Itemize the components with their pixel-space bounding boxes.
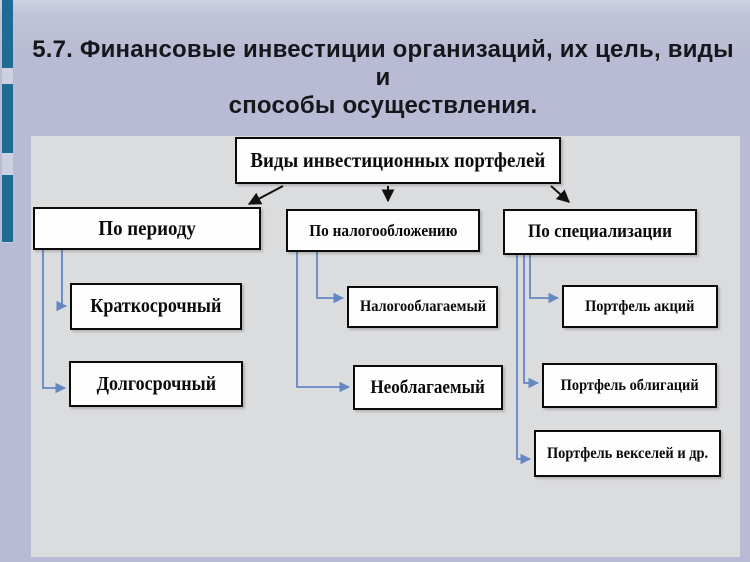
node-label: Портфель акций — [585, 297, 695, 315]
node-label: Виды инвестиционных портфелей — [250, 148, 546, 172]
leaf-node-nontaxable: Необлагаемый — [353, 365, 503, 410]
accent-bar-segment — [2, 175, 13, 242]
slide-title-line-1: 5.7. Финансовые инвестиции организаций, … — [32, 36, 734, 91]
category-node-taxation: По налогообложению — [286, 209, 480, 252]
node-label: По налогообложению — [308, 220, 458, 240]
accent-bar-segment — [2, 84, 13, 153]
node-label: Портфель облигаций — [560, 376, 699, 394]
leaf-node-taxable: Налогооблагаемый — [347, 286, 498, 328]
accent-bar-segment — [2, 0, 13, 68]
leaf-node-long-term: Долгосрочный — [69, 361, 243, 407]
node-label: Долгосрочный — [96, 372, 216, 395]
diagram-panel — [31, 136, 740, 557]
node-label: Краткосрочный — [90, 295, 222, 317]
node-label: По специализации — [528, 221, 672, 242]
leaf-node-short-term: Краткосрочный — [70, 283, 242, 330]
leaf-node-stock-portfolio: Портфель акций — [562, 285, 718, 328]
category-node-specialization: По специализации — [503, 209, 697, 255]
node-label: Портфель векселей и др. — [546, 444, 709, 462]
node-label: Налогооблагаемый — [359, 298, 486, 315]
leaf-node-bill-portfolio: Портфель векселей и др. — [534, 430, 721, 477]
node-label: Необлагаемый — [370, 376, 486, 398]
slide-title: 5.7. Финансовые инвестиции организаций, … — [30, 36, 736, 120]
root-node-portfolio-types: Виды инвестиционных портфелей — [235, 137, 561, 184]
node-label: По периоду — [98, 216, 196, 240]
leaf-node-bond-portfolio: Портфель облигаций — [542, 363, 717, 408]
category-node-period: По периоду — [33, 207, 261, 250]
slide-title-line-2: способы осуществления. — [228, 92, 538, 119]
